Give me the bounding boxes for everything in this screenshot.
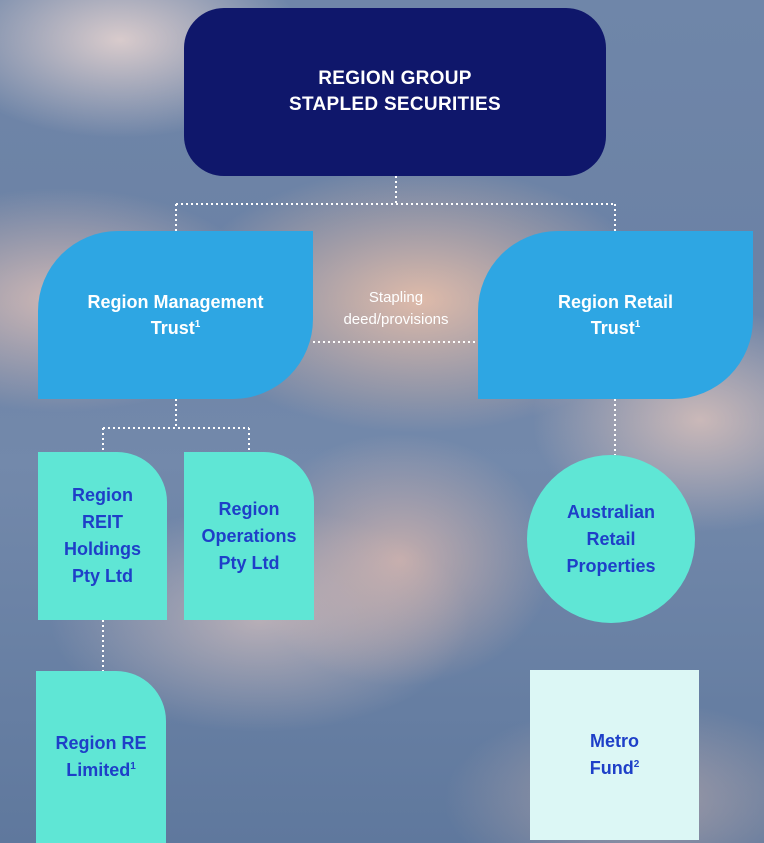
re-limited-footnote: 1 [130,761,136,772]
reit-line4: Pty Ltd [72,566,133,586]
reit-line3: Holdings [64,539,141,559]
reit-line1: Region [72,485,133,505]
re-limited-line1: Region RE [55,733,147,753]
region-operations-box: Region Operations Pty Ltd [184,452,314,620]
region-reit-holdings-box: Region REIT Holdings Pty Ltd [38,452,167,620]
top-box-line2: STAPLED SECURITIES [289,94,501,115]
management-trust-line2: Trust [150,318,195,338]
arp-line1: Australian [566,501,655,522]
retail-trust-line1: Region Retail [557,292,673,312]
australian-retail-properties-circle: Australian Retail Properties [527,455,695,623]
arp-line2: Retail [586,528,636,549]
metro-fund-box: Metro Fund2 [530,670,699,840]
stapling-label: Stapling deed/provisions [322,287,470,331]
operations-line1: Region [218,498,280,519]
stapling-line1: Stapling [368,289,424,306]
retail-trust-line2: Trust [590,318,635,338]
region-re-limited-box: Region RE Limited1 [36,671,166,843]
management-trust-line1: Region Management [87,292,264,312]
reit-line2: REIT [81,512,123,532]
retail-trust-line2-wrap: Trust1 [558,315,673,341]
metro-line2: Fund [589,758,634,778]
metro-line1: Metro [589,731,639,751]
region-retail-trust-box: Region Retail Trust1 [478,231,753,399]
arp-line3: Properties [566,555,656,576]
region-group-stapled-securities-box: REGION GROUP STAPLED SECURITIES [184,8,606,176]
stapling-line2: deed/provisions [343,311,449,328]
metro-line2-wrap: Fund2 [590,755,640,782]
operations-line2: Operations [201,525,297,546]
retail-trust-footnote: 1 [634,319,641,330]
re-limited-line2: Limited [66,760,131,780]
management-trust-footnote: 1 [194,319,201,330]
top-box-line1: REGION GROUP [318,68,472,89]
metro-footnote: 2 [633,759,640,770]
management-trust-line2-wrap: Trust1 [87,315,263,341]
region-management-trust-box: Region Management Trust1 [38,231,313,399]
re-limited-line2-wrap: Limited1 [55,757,146,784]
operations-line3: Pty Ltd [218,552,280,573]
